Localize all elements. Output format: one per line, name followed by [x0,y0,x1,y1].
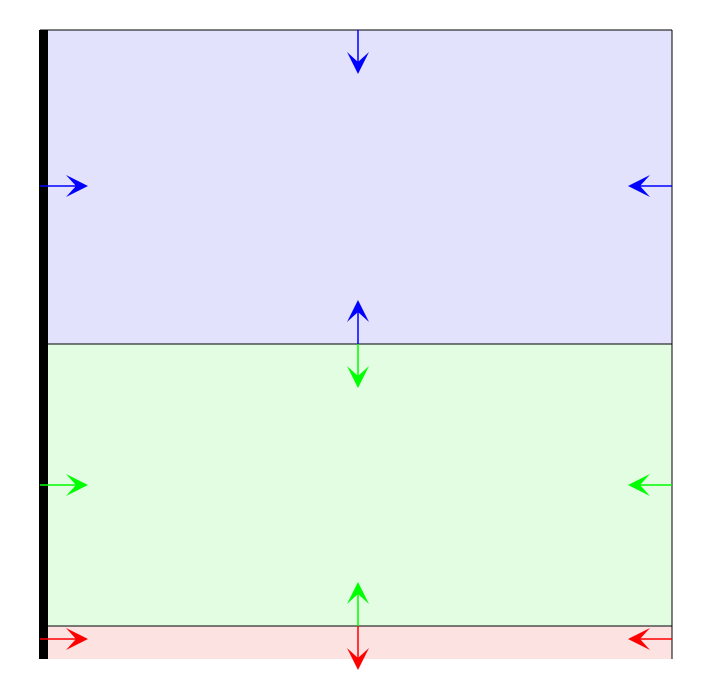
bottom-arrow-right-from-left [40,628,88,650]
middle-arrow-right-from-left [40,474,88,496]
middle-arrow-left-from-right [628,474,672,496]
region-top-blue [40,30,672,344]
region-middle-green [40,344,672,626]
middle-arrow-down-from-top [347,344,369,388]
left-thick-border [39,30,48,659]
top-arrow-left-from-right [628,175,672,197]
top-arrow-up-from-bottom [347,300,369,344]
region-bottom-red [40,626,672,659]
bottom-arrow-down-from-top [347,626,369,670]
top-arrow-right-from-left [40,175,88,197]
middle-arrow-up-from-bottom [347,582,369,626]
bottom-arrow-left-from-right [628,628,672,650]
top-arrow-down-from-top [347,30,369,74]
